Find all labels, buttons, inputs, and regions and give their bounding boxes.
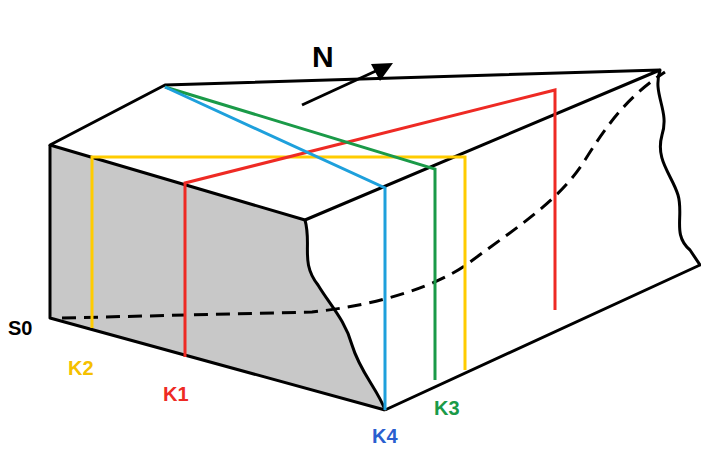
- joint-k2-trace: [92, 157, 465, 370]
- bedding-trace: [62, 72, 665, 318]
- broken-edge: [305, 220, 385, 410]
- joint-k4-trace: [165, 87, 385, 410]
- joint-label: K4: [372, 426, 398, 446]
- bedding-label: S0: [8, 318, 32, 338]
- north-arrow: [302, 70, 378, 105]
- joint-label: K3: [434, 398, 460, 418]
- joint-k1-trace: [185, 90, 555, 357]
- joint-label: K1: [163, 384, 189, 404]
- north-arrowhead: [371, 63, 393, 81]
- north-label: N: [312, 42, 334, 72]
- front-face-outline: [50, 145, 385, 410]
- joint-label: K2: [68, 358, 94, 378]
- joint-k3-trace: [165, 87, 435, 380]
